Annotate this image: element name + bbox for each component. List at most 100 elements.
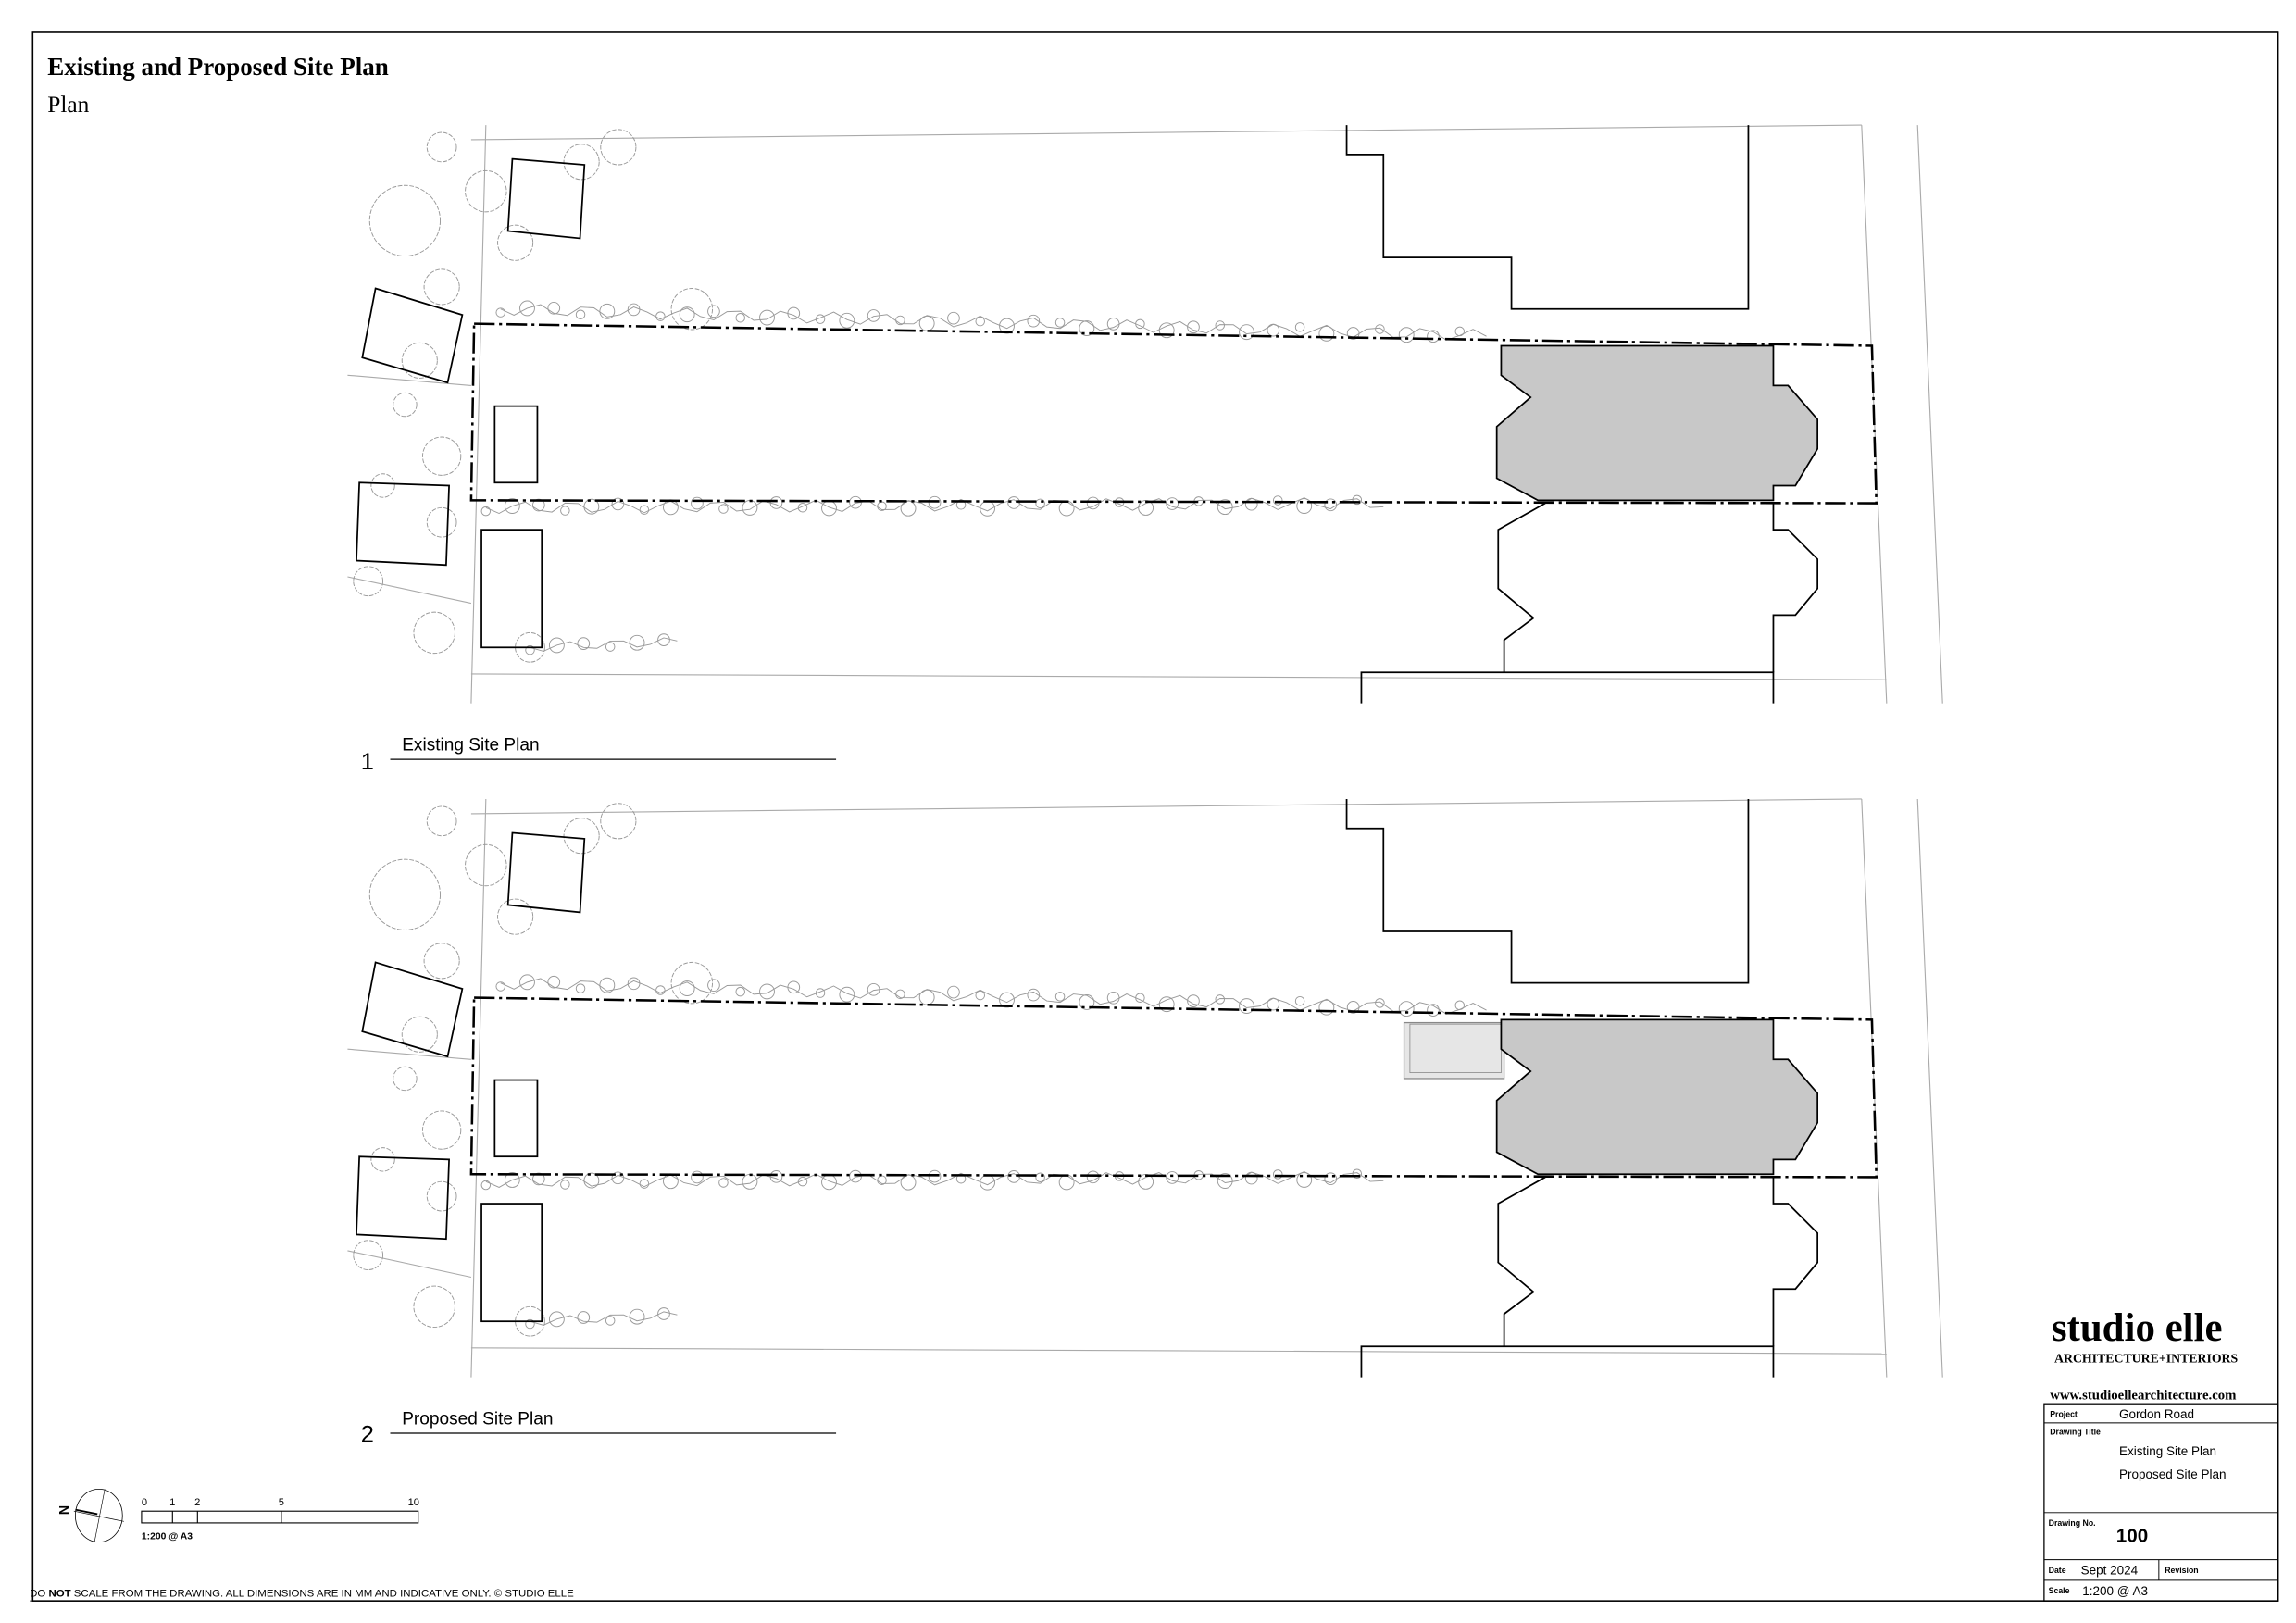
- hedge-shrub: [900, 1174, 917, 1191]
- hedge-shrub: [735, 986, 745, 997]
- hedge-shrub: [707, 979, 720, 993]
- hedge-shrub: [525, 1318, 535, 1330]
- garden-shed: [493, 1079, 539, 1158]
- neighbour-building: [1345, 125, 1750, 310]
- hedge-shrub: [1294, 322, 1305, 332]
- hedge-shrub: [611, 497, 625, 511]
- svg-text:Proposed Site Plan: Proposed Site Plan: [402, 1409, 553, 1429]
- tree-canopy: [600, 803, 637, 840]
- title-block: studio elle ARCHITECTURE+INTERIORS www.s…: [2043, 31, 2279, 1602]
- tree-canopy: [465, 169, 507, 213]
- hedge-shrub: [1398, 327, 1415, 343]
- tree-canopy: [413, 1285, 455, 1329]
- neighbour-building: [1360, 671, 1775, 704]
- hedge-shrub: [504, 1172, 520, 1188]
- hedge-shrub: [1166, 497, 1179, 510]
- hedge-shrub: [611, 1171, 625, 1185]
- hedge-shrub: [605, 1316, 616, 1326]
- hedge-shrub: [627, 303, 641, 317]
- hedge-shrub: [1138, 500, 1154, 516]
- svg-text:Sept 2024: Sept 2024: [2081, 1564, 2139, 1578]
- neighbour-house: [1497, 502, 1546, 673]
- hedge-shrub: [1058, 1174, 1075, 1191]
- tree-canopy: [563, 144, 600, 181]
- proposed-extension: [1403, 1021, 1505, 1080]
- svg-text:2: 2: [194, 1497, 200, 1508]
- hedge-shrub: [655, 985, 666, 995]
- hedge-shrub: [1215, 994, 1225, 1005]
- tree-canopy: [515, 631, 545, 663]
- svg-text:Existing Site Plan: Existing Site Plan: [402, 736, 539, 755]
- hedge-shrub: [1027, 314, 1041, 328]
- view-label-1: 1 Existing Site Plan: [361, 736, 837, 775]
- tree-canopy: [465, 843, 507, 887]
- sheet-subtitle: Plan: [47, 92, 89, 118]
- hedge-shrub: [495, 981, 505, 992]
- hedge-shrub: [679, 306, 695, 323]
- hedge-shrub: [495, 307, 505, 318]
- hedge-shrub: [895, 315, 905, 326]
- boundary-line: [470, 798, 487, 1378]
- hedge-shrub: [947, 985, 960, 999]
- outbuilding: [356, 1155, 450, 1241]
- hedge-shrub: [1027, 988, 1041, 1002]
- hedge-shrub: [1135, 993, 1145, 1004]
- outbuilding: [361, 961, 464, 1058]
- svg-text:1: 1: [169, 1497, 175, 1508]
- svg-text:0: 0: [142, 1497, 147, 1508]
- hedge-shrub: [1158, 996, 1175, 1013]
- hedge-shrub: [999, 318, 1015, 334]
- boundary-line: [347, 374, 471, 386]
- hedge-shrub: [560, 1180, 570, 1190]
- hedge-shrub: [1239, 324, 1254, 341]
- north-arrow: N: [56, 1488, 124, 1542]
- hedge-shrub: [759, 983, 775, 1000]
- hedge-shrub: [928, 495, 942, 509]
- svg-text:5: 5: [279, 1497, 284, 1508]
- hedge-shrub: [1244, 1171, 1258, 1185]
- hedge-shrub: [548, 1311, 565, 1328]
- hedge-shrub: [657, 633, 670, 646]
- hedge-shrub: [575, 309, 586, 319]
- boundary-line: [470, 673, 1887, 680]
- hedge-shrub: [583, 498, 600, 515]
- hedge-shrub: [1054, 318, 1066, 328]
- hedge-shrub: [797, 1176, 808, 1187]
- svg-text:Drawing Title: Drawing Title: [2050, 1428, 2101, 1437]
- hedge-shrub: [867, 309, 880, 322]
- boundary-line: [470, 1347, 1887, 1355]
- hedge-shrub: [1427, 1004, 1440, 1017]
- hedge-shrub: [629, 1308, 645, 1325]
- hedge-shrub: [1035, 1172, 1045, 1182]
- tree-canopy: [423, 943, 460, 980]
- hedge-shrub: [577, 637, 591, 650]
- svg-text:Proposed Site Plan: Proposed Site Plan: [2119, 1467, 2227, 1481]
- hedge-shrub: [1187, 994, 1200, 1007]
- tree-canopy: [353, 566, 384, 597]
- hedge-shrub: [1272, 1169, 1283, 1180]
- hedge-shrub: [787, 306, 801, 320]
- hedge-shrub: [583, 1172, 600, 1189]
- tree-canopy: [423, 268, 460, 306]
- hedge-shrub: [1158, 322, 1175, 339]
- hedge-shrub: [629, 634, 645, 651]
- tree-canopy: [370, 473, 395, 498]
- hedge-shrub: [975, 990, 985, 1001]
- tree-canopy: [497, 224, 534, 261]
- website: www.studioellearchitecture.com: [2050, 1388, 2237, 1403]
- garden-shed: [493, 405, 539, 484]
- hedge-shrub: [1352, 494, 1363, 506]
- hedge-shrub: [639, 505, 650, 515]
- tree-canopy: [563, 818, 600, 855]
- sheet-border: [31, 31, 2279, 1602]
- hedge-shrub: [947, 311, 960, 325]
- existing-house: [1495, 1018, 1819, 1176]
- hedge-shrub: [1079, 994, 1095, 1010]
- hedge-shrub: [639, 1179, 650, 1189]
- hedge-shrub: [918, 315, 935, 331]
- hedge-shrub: [1007, 1170, 1020, 1183]
- tree-canopy: [353, 1240, 384, 1271]
- outbuilding: [506, 157, 586, 240]
- hedge-shrub: [1346, 1001, 1360, 1014]
- hedge-shrub: [867, 982, 880, 996]
